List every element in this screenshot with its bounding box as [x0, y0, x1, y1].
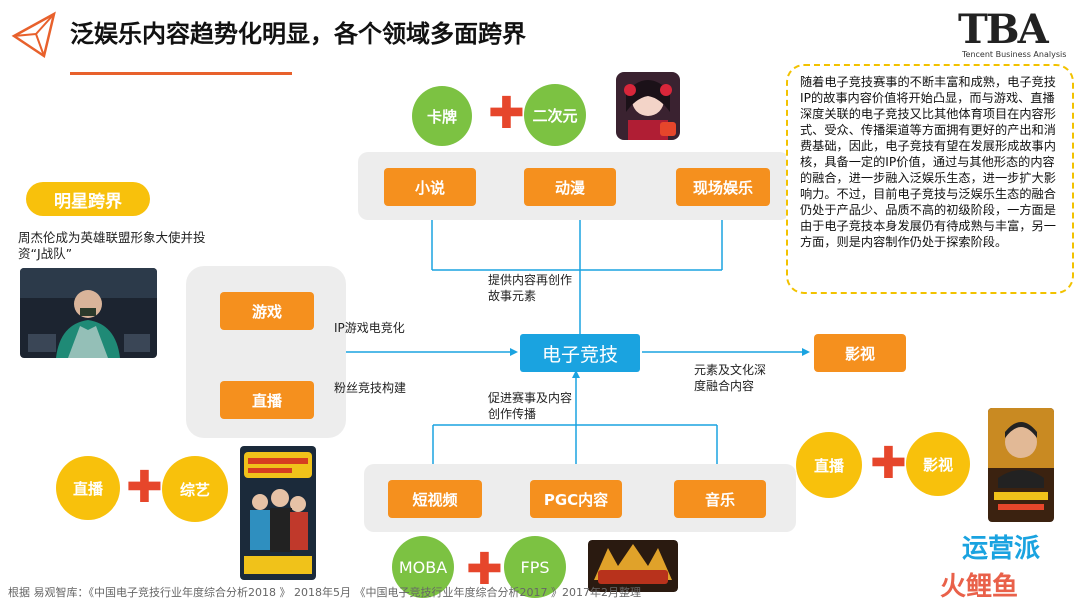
film-circle: 影视: [906, 432, 970, 496]
star-player-photo: [20, 268, 157, 358]
card-game-circle: 卡牌: [412, 86, 472, 146]
variety-show-poster: [240, 446, 316, 580]
bottom-edge-label: 促进赛事及内容创作传播: [488, 391, 573, 421]
short-video-node: 短视频: [388, 480, 482, 518]
right-edge-label: 元素及文化深度融合内容: [694, 363, 767, 393]
moba-circle: MOBA: [392, 536, 454, 598]
variety-show-circle: 综艺: [162, 456, 228, 522]
top-edge-label: 提供内容再创作故事元素: [488, 273, 573, 303]
plus-icon: ✚: [126, 462, 163, 513]
ip-game-label: IP游戏电竞化: [334, 321, 405, 335]
livestream-circle-left: 直播: [56, 456, 120, 520]
novel-node: 小说: [384, 168, 476, 206]
analysis-note: 随着电子竞技赛事的不断丰富和成熟，电子竞技IP的故事内容价值将开始凸显，而与游戏…: [786, 64, 1074, 294]
watermark-top: 运营派: [962, 534, 1041, 564]
tba-logo-subtitle: Tencent Business Analysis: [962, 50, 1067, 59]
game-node: 游戏: [220, 292, 314, 330]
game-logo-image: [588, 540, 678, 592]
film-poster: [988, 408, 1054, 522]
livestream-node: 直播: [220, 381, 314, 419]
page-title: 泛娱乐内容趋势化明显，各个领域多面跨界: [70, 20, 526, 48]
plus-icon: ✚: [870, 438, 907, 489]
tba-logo: TBA: [958, 6, 1049, 53]
fps-circle: FPS: [504, 536, 566, 598]
film-tv-node: 影视: [814, 334, 906, 372]
title-underline: [70, 72, 292, 75]
plus-icon: ✚: [488, 88, 525, 139]
triangle-logo-icon: [11, 11, 56, 59]
star-caption: 周杰伦成为英雄联盟形象大使并投资“J战队”: [18, 230, 206, 261]
analysis-note-text: 随着电子竞技赛事的不断丰富和成熟，电子竞技IP的故事内容价值将开始凸显，而与游戏…: [800, 75, 1056, 249]
source-citation: 根据 易观智库：《中国电子竞技行业年度综合分析2018 》 2018年5月 《中…: [8, 586, 641, 599]
pgc-content-node: PGC内容: [530, 480, 622, 518]
anime-culture-circle: 二次元: [524, 84, 586, 146]
anime-character-image: [616, 72, 680, 140]
esports-center-node: 电子竞技: [520, 334, 640, 372]
animation-node: 动漫: [524, 168, 616, 206]
plus-icon: ✚: [466, 544, 503, 595]
live-entertainment-node: 现场娱乐: [676, 168, 770, 206]
fan-build-label: 粉丝竞技构建: [334, 381, 407, 395]
music-node: 音乐: [674, 480, 766, 518]
watermark-bottom: 火鲤鱼: [940, 572, 1019, 602]
star-crossover-pill: 明星跨界: [26, 182, 150, 216]
livestream-circle-right: 直播: [796, 432, 862, 498]
